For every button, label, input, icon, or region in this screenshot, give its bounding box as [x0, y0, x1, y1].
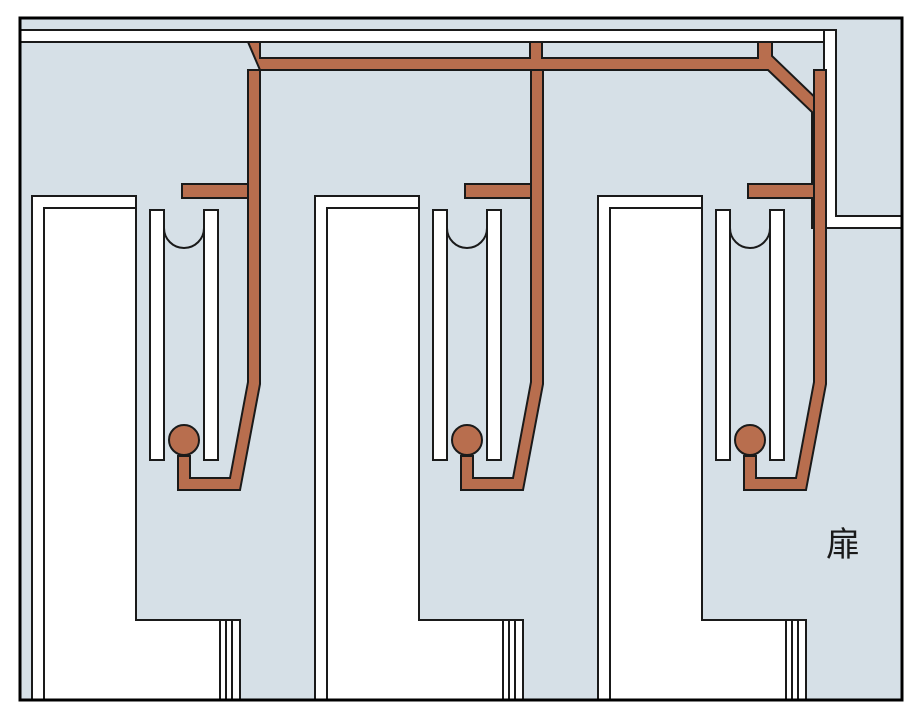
- hanger-track: [460, 69, 544, 491]
- guide-knob: [168, 424, 200, 456]
- guide-bar-right: [769, 209, 785, 461]
- roller-wheel: [163, 212, 205, 249]
- unit-2: [314, 69, 544, 701]
- guide-bar-right: [486, 209, 502, 461]
- roller-wheel: [729, 212, 771, 249]
- guide-knob: [734, 424, 766, 456]
- hanger-track: [743, 69, 827, 491]
- guide-bar-left: [432, 209, 448, 461]
- drawing-background: [20, 18, 902, 700]
- top-frame: [19, 29, 827, 43]
- outer-border: [18, 16, 904, 702]
- bracket-arm: [464, 183, 532, 199]
- roller-wheel: [446, 212, 488, 249]
- bracket-arm: [747, 183, 815, 199]
- hanger-track: [177, 69, 261, 491]
- guide-bar-left: [149, 209, 165, 461]
- guide-bar-right: [203, 209, 219, 461]
- guide-bar-left: [715, 209, 731, 461]
- door-label: 扉: [826, 525, 860, 565]
- guide-knob: [451, 424, 483, 456]
- unit-3: [597, 69, 827, 701]
- door-units: [31, 69, 827, 701]
- bracket-arm: [181, 183, 249, 199]
- ceiling-track: [246, 41, 825, 229]
